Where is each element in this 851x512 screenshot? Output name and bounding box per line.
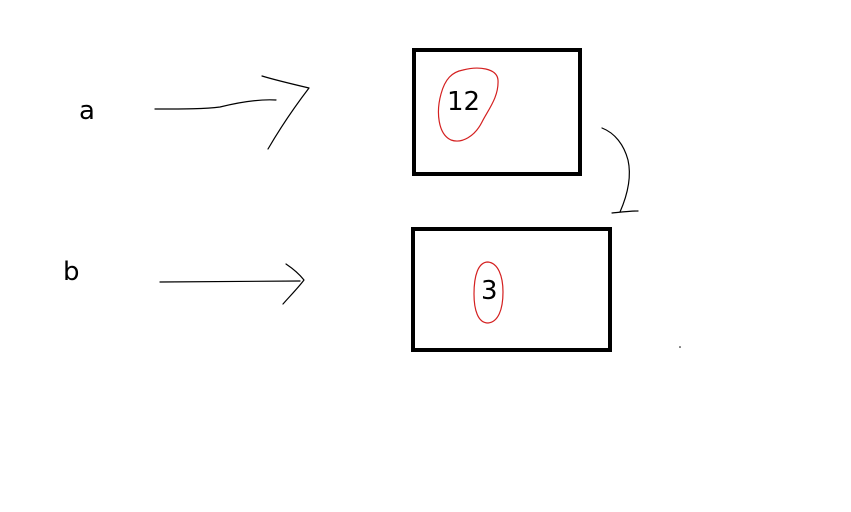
memory-box-b	[411, 227, 612, 352]
box-value-a: 12	[447, 87, 480, 117]
box-value-b: 3	[481, 276, 498, 306]
memory-box-a	[412, 48, 582, 176]
pointer-arrow-b	[159, 263, 305, 305]
connector-arrow	[601, 127, 639, 214]
stray-dot	[679, 346, 681, 348]
variable-label-a: a	[79, 96, 95, 126]
variable-label-b: b	[63, 257, 80, 287]
pointer-arrow-a	[154, 75, 310, 150]
circle-highlight-3	[473, 261, 504, 324]
circle-highlight-12	[437, 67, 499, 142]
